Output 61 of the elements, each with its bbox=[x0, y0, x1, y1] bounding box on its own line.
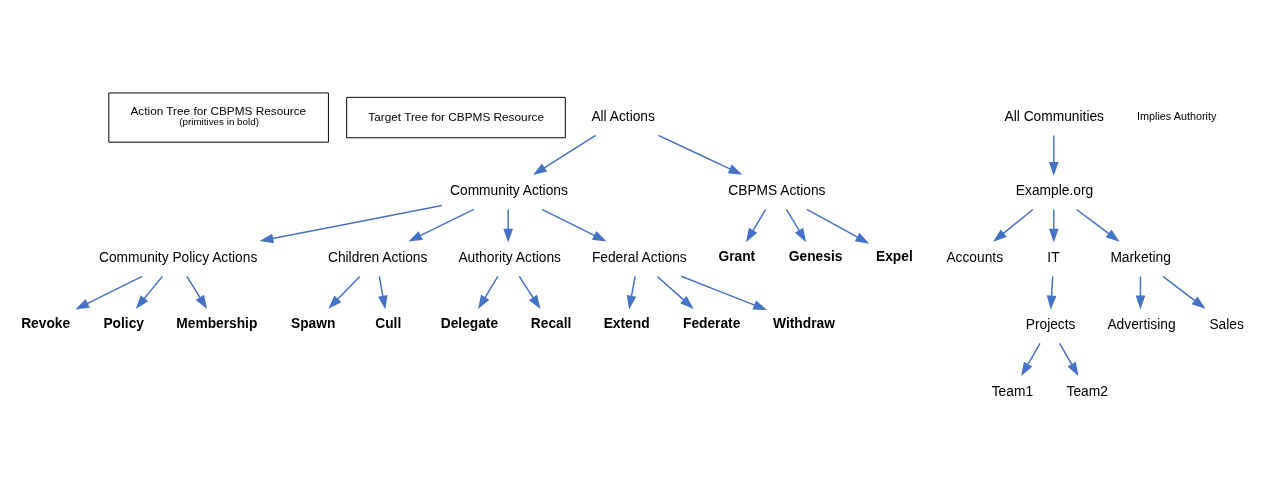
node-text: Cull bbox=[375, 316, 402, 332]
arrow bbox=[1162, 275, 1206, 309]
arrow bbox=[532, 134, 597, 175]
node-text: Genesis bbox=[788, 249, 843, 265]
node-text: Team1 bbox=[991, 383, 1034, 399]
node-text: Revoke bbox=[21, 316, 71, 332]
arrow bbox=[1046, 275, 1057, 310]
node-text: Advertising bbox=[1107, 317, 1176, 333]
arrow bbox=[785, 208, 807, 243]
node-text: Recall bbox=[530, 316, 572, 332]
node-box: Action Tree for CBPMS Resource (primitives in bold) bbox=[108, 92, 329, 143]
node-text: Extend bbox=[603, 316, 650, 332]
node-text: Policy bbox=[103, 316, 144, 332]
node-box: Target Tree for CBPMS Resource bbox=[346, 96, 566, 139]
arrow bbox=[680, 275, 768, 311]
arrow bbox=[378, 275, 388, 310]
node-text: Team2 bbox=[1066, 383, 1108, 399]
arrow bbox=[657, 134, 743, 175]
arrow bbox=[993, 208, 1034, 242]
node-text: Delegate bbox=[440, 316, 499, 332]
arrow bbox=[259, 204, 443, 244]
arrow bbox=[503, 208, 513, 243]
arrow bbox=[328, 275, 361, 309]
arrow bbox=[1075, 208, 1120, 242]
node-text: Membership bbox=[176, 316, 258, 332]
node-text: Federate bbox=[682, 316, 741, 332]
node-text: Sales bbox=[1209, 317, 1244, 333]
node-text: Withdraw bbox=[773, 316, 835, 332]
node-text: All Communities bbox=[1004, 109, 1104, 125]
arrow bbox=[541, 208, 607, 242]
arrow bbox=[1058, 342, 1079, 377]
arrow bbox=[745, 208, 767, 243]
node-text: Expel bbox=[876, 249, 913, 265]
node-text: Authority Actions bbox=[458, 250, 561, 266]
arrow bbox=[75, 275, 143, 310]
node-text: Community Policy Actions bbox=[98, 250, 258, 266]
arrow bbox=[656, 275, 694, 309]
node-text: Projects bbox=[1025, 317, 1076, 333]
node-text: Marketing bbox=[1110, 250, 1171, 266]
arrow bbox=[626, 275, 637, 310]
arrow bbox=[1048, 208, 1059, 243]
arrow bbox=[1048, 134, 1059, 176]
arrow bbox=[518, 275, 541, 310]
node-text: All Actions bbox=[591, 109, 655, 125]
arrow bbox=[478, 275, 499, 310]
arrow bbox=[1135, 275, 1146, 310]
node-text: CBPMS Actions bbox=[728, 183, 826, 199]
node-text: Accounts bbox=[946, 250, 1004, 266]
node-text: IT bbox=[1047, 250, 1060, 266]
arrow bbox=[1021, 342, 1041, 377]
arrow bbox=[408, 208, 475, 242]
arrow bbox=[186, 275, 208, 310]
node-text: Grant bbox=[718, 249, 756, 265]
arrow bbox=[806, 208, 870, 244]
legend-label: Implies Authority bbox=[1137, 110, 1217, 123]
node-text: Federal Actions bbox=[591, 250, 687, 266]
node-text: Community Actions bbox=[450, 183, 568, 199]
node-text: Children Actions bbox=[327, 250, 428, 266]
node-text: Spawn bbox=[291, 316, 336, 332]
arrow bbox=[135, 275, 164, 309]
node-text: Example.org bbox=[1015, 183, 1094, 199]
